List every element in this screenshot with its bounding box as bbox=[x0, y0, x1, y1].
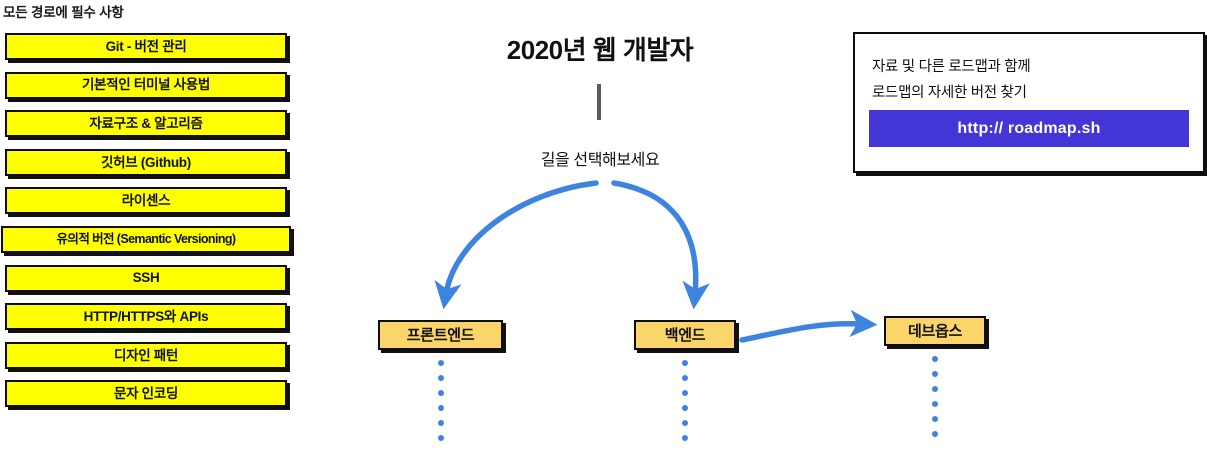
title-stem-connector bbox=[597, 84, 601, 120]
trail-dot bbox=[932, 416, 938, 422]
required-topic-label: 문자 인코딩 bbox=[113, 386, 179, 402]
required-topic-label: 라이센스 bbox=[121, 193, 171, 209]
required-topic-row: HTTP/HTTPS와 APIs bbox=[0, 303, 295, 342]
trail-dot bbox=[438, 405, 444, 411]
required-topic-item[interactable]: SSH bbox=[5, 264, 287, 292]
trail-dot bbox=[932, 401, 938, 407]
info-callout-box: 자료 및 다른 로드맵과 함께 로드맵의 자세한 버전 찾기 http:// r… bbox=[853, 32, 1205, 173]
required-topic-item[interactable]: 디자인 패턴 bbox=[5, 341, 287, 369]
trail-dot bbox=[438, 360, 444, 366]
trail-dot bbox=[438, 390, 444, 396]
trail-dot bbox=[932, 386, 938, 392]
stage-box-frontend[interactable]: 프론트엔드 bbox=[378, 320, 503, 350]
required-section-header: 모든 경로에 필수 사항 bbox=[3, 5, 124, 20]
required-topic-label: 디자인 패턴 bbox=[113, 347, 179, 363]
stage-box-devops[interactable]: 데브옵스 bbox=[884, 316, 986, 346]
trail-dot bbox=[932, 356, 938, 362]
required-topic-row: Git - 버전 관리 bbox=[0, 33, 295, 72]
page-title: 2020년 웹 개발자 bbox=[400, 30, 800, 67]
stage-label-frontend: 프론트엔드 bbox=[406, 326, 475, 344]
required-topic-row: 디자인 패턴 bbox=[0, 341, 295, 381]
trail-dot bbox=[682, 360, 688, 366]
trail-dot bbox=[682, 390, 688, 396]
arrow-to-frontend bbox=[434, 180, 599, 310]
required-topic-row: 라이센스 bbox=[0, 187, 295, 226]
required-topic-item[interactable]: 라이센스 bbox=[5, 187, 287, 215]
required-topic-row: 문자 인코딩 bbox=[0, 380, 295, 419]
required-topic-row: SSH bbox=[0, 264, 295, 304]
stage-label-backend: 백엔드 bbox=[664, 326, 706, 344]
roadmap-url-label: http:// roadmap.sh bbox=[957, 119, 1101, 137]
trail-dot bbox=[438, 420, 444, 426]
trail-dot bbox=[932, 371, 938, 377]
required-topic-label: SSH bbox=[132, 270, 160, 286]
page-title-rest: 년 웹 개발자 bbox=[562, 35, 694, 65]
page-title-year: 2020 bbox=[506, 35, 563, 65]
required-topic-item[interactable]: 유의적 버전 (Semantic Versioning) bbox=[1, 225, 291, 253]
trail-dot bbox=[682, 420, 688, 426]
stage-label-devops: 데브옵스 bbox=[907, 322, 962, 340]
required-topic-row: 유의적 버전 (Semantic Versioning) bbox=[0, 225, 295, 265]
required-topic-row: 자료구조 & 알고리즘 bbox=[0, 110, 295, 149]
required-topic-row: 깃허브 (Github) bbox=[0, 148, 295, 188]
required-topic-item[interactable]: HTTP/HTTPS와 APIs bbox=[5, 303, 287, 331]
required-topic-item[interactable]: 자료구조 & 알고리즘 bbox=[5, 110, 287, 138]
required-topic-item[interactable]: Git - 버전 관리 bbox=[5, 33, 287, 60]
arrow-to-backend bbox=[611, 180, 710, 310]
required-topic-label: Git - 버전 관리 bbox=[105, 38, 187, 54]
choose-path-label: 길을 선택해보세요 bbox=[540, 152, 660, 169]
trail-dot bbox=[438, 375, 444, 381]
required-topic-item[interactable]: 기본적인 터미널 사용법 bbox=[5, 71, 287, 99]
roadmap-url-button[interactable]: http:// roadmap.sh bbox=[869, 110, 1189, 147]
required-topic-label: 유의적 버전 (Semantic Versioning) bbox=[56, 232, 237, 247]
dotted-trail-backend bbox=[682, 360, 688, 450]
required-topic-label: 자료구조 & 알고리즘 bbox=[89, 115, 203, 131]
info-text-line-2: 로드맵의 자세한 버전 찾기 bbox=[872, 85, 1027, 101]
trail-dot bbox=[682, 375, 688, 381]
info-text-line-1: 자료 및 다른 로드맵과 함께 bbox=[872, 59, 1031, 75]
required-topic-row: 기본적인 터미널 사용법 bbox=[0, 71, 295, 111]
dotted-trail-devops bbox=[932, 356, 938, 446]
required-topic-item[interactable]: 문자 인코딩 bbox=[5, 380, 287, 408]
required-topic-label: 깃허브 (Github) bbox=[101, 154, 191, 170]
required-topic-label: 기본적인 터미널 사용법 bbox=[81, 77, 211, 93]
required-topic-item[interactable]: 깃허브 (Github) bbox=[5, 148, 287, 176]
trail-dot bbox=[682, 405, 688, 411]
trail-dot bbox=[932, 431, 938, 437]
dotted-trail-frontend bbox=[438, 360, 444, 450]
required-topic-label: HTTP/HTTPS와 APIs bbox=[83, 308, 209, 324]
arrow-backend-to-devops bbox=[739, 309, 878, 343]
stage-box-backend[interactable]: 백엔드 bbox=[634, 320, 736, 350]
